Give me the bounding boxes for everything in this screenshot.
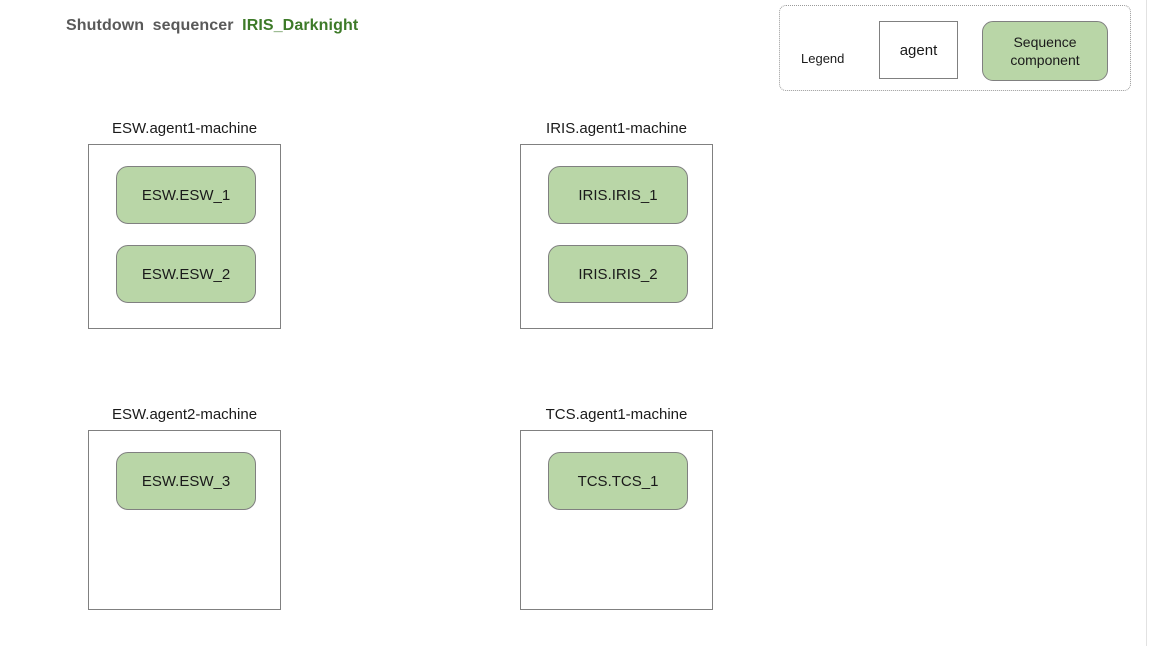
sequence-component-label: IRIS.IRIS_2 [578,265,658,283]
sequence-component-label: TCS.TCS_1 [577,472,659,490]
page-right-edge [1146,0,1147,646]
sequence-component[interactable]: ESW.ESW_2 [116,245,256,303]
machine-label: IRIS.agent1-machine [546,120,687,137]
legend-agent-swatch: agent [879,21,958,79]
sequence-component-label: ESW.ESW_1 [141,186,231,204]
machine-box[interactable]: ESW.ESW_3 [88,430,281,610]
sequence-component[interactable]: ESW.ESW_3 [116,452,256,510]
sequence-component-label: ESW.ESW_3 [141,472,231,490]
sequence-component[interactable]: IRIS.IRIS_2 [548,245,688,303]
sequence-component-label: ESW.ESW_2 [141,265,231,283]
machine-label: ESW.agent2-machine [111,406,258,423]
sequence-component[interactable]: IRIS.IRIS_1 [548,166,688,224]
page-title: Shutdown sequencer IRIS_Darknight [66,17,358,35]
legend-component-label-line1: Sequence [1013,34,1077,50]
machine-box[interactable]: TCS.TCS_1 [520,430,713,610]
legend-label: Legend [801,51,845,66]
machine-label: TCS.agent1-machine [545,406,688,423]
sequence-component[interactable]: TCS.TCS_1 [548,452,688,510]
sequence-component-label: IRIS.IRIS_1 [578,186,658,204]
title-object: sequencer [152,17,234,34]
sequence-component[interactable]: ESW.ESW_1 [116,166,256,224]
legend: Legend agent Sequence component [779,5,1131,91]
sequencer-name: IRIS_Darknight [242,17,359,34]
machine-label: ESW.agent1-machine [111,120,258,137]
title-action: Shutdown [66,17,145,34]
legend-agent-label: agent [899,41,938,59]
legend-component-label-line2: component [1010,52,1080,68]
legend-sequence-component-swatch: Sequence component [982,21,1108,81]
